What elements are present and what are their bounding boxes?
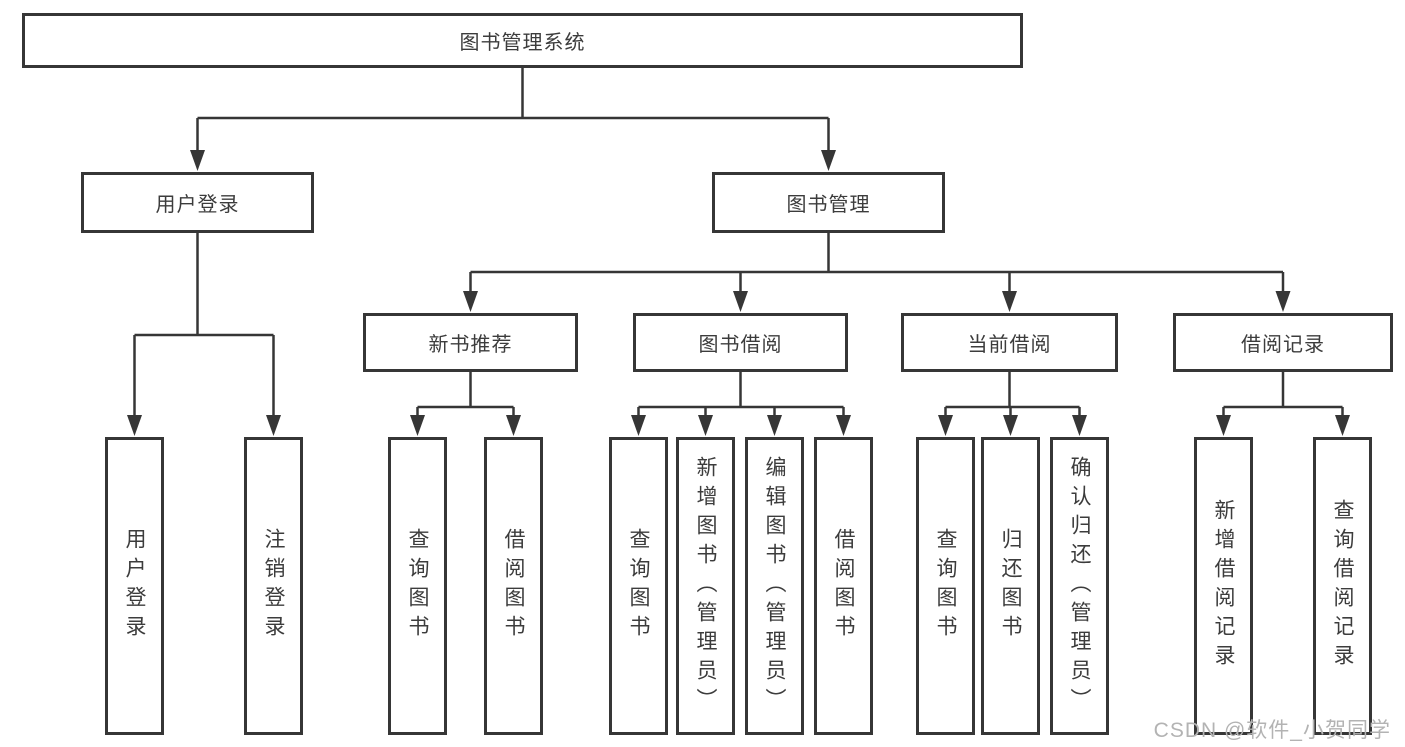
leaf-borrow-books-recommend-label: 借阅图书 [502,528,525,644]
leaf-confirm-return-admin-label: 确认归还（管理员） [1068,455,1091,717]
node-new-book-recommendation-label: 新书推荐 [428,334,513,356]
leaf-add-borrow-record: 新增借阅记录 [1194,437,1253,735]
leaf-borrow-books-recommend: 借阅图书 [484,437,543,735]
leaf-add-borrow-record-label: 新增借阅记录 [1212,499,1235,673]
leaf-edit-books-admin-label: 编辑图书（管理员） [763,455,786,717]
leaf-search-books-recommend: 查询图书 [388,437,447,735]
leaf-user-login: 用户登录 [105,437,164,735]
node-book-borrowing-label: 图书借阅 [698,334,783,356]
leaf-search-books-current-label: 查询图书 [934,528,957,644]
node-borrowing-records: 借阅记录 [1173,313,1393,372]
leaf-logout: 注销登录 [244,437,303,735]
leaf-return-books: 归还图书 [981,437,1040,735]
leaf-search-books-borrowing-label: 查询图书 [627,528,650,644]
leaf-search-borrow-record-label: 查询借阅记录 [1331,499,1354,673]
node-user-login: 用户登录 [81,172,314,233]
node-book-management: 图书管理 [712,172,945,233]
leaf-logout-label: 注销登录 [262,528,285,644]
node-library-management-system-label: 图书管理系统 [459,32,586,54]
leaf-add-books-admin-label: 新增图书（管理员） [694,455,717,717]
leaf-search-books-borrowing: 查询图书 [609,437,668,735]
leaf-return-books-label: 归还图书 [999,528,1022,644]
node-user-login-label: 用户登录 [155,194,240,216]
leaf-user-login-label: 用户登录 [123,528,146,644]
node-book-management-label: 图书管理 [786,194,871,216]
node-current-borrowing-label: 当前借阅 [967,334,1052,356]
node-new-book-recommendation: 新书推荐 [363,313,578,372]
csdn-watermark: CSDN @软件_小贺同学 [1153,719,1391,742]
node-borrowing-records-label: 借阅记录 [1241,334,1325,356]
leaf-confirm-return-admin: 确认归还（管理员） [1050,437,1109,735]
node-library-management-system: 图书管理系统 [22,13,1023,68]
leaf-borrow-books: 借阅图书 [814,437,873,735]
leaf-search-books-recommend-label: 查询图书 [406,528,429,644]
leaf-add-books-admin: 新增图书（管理员） [676,437,735,735]
leaf-edit-books-admin: 编辑图书（管理员） [745,437,804,735]
node-current-borrowing: 当前借阅 [901,313,1118,372]
leaf-borrow-books-label: 借阅图书 [832,528,855,644]
leaf-search-books-current: 查询图书 [916,437,975,735]
leaf-search-borrow-record: 查询借阅记录 [1313,437,1372,735]
node-book-borrowing: 图书借阅 [633,313,848,372]
